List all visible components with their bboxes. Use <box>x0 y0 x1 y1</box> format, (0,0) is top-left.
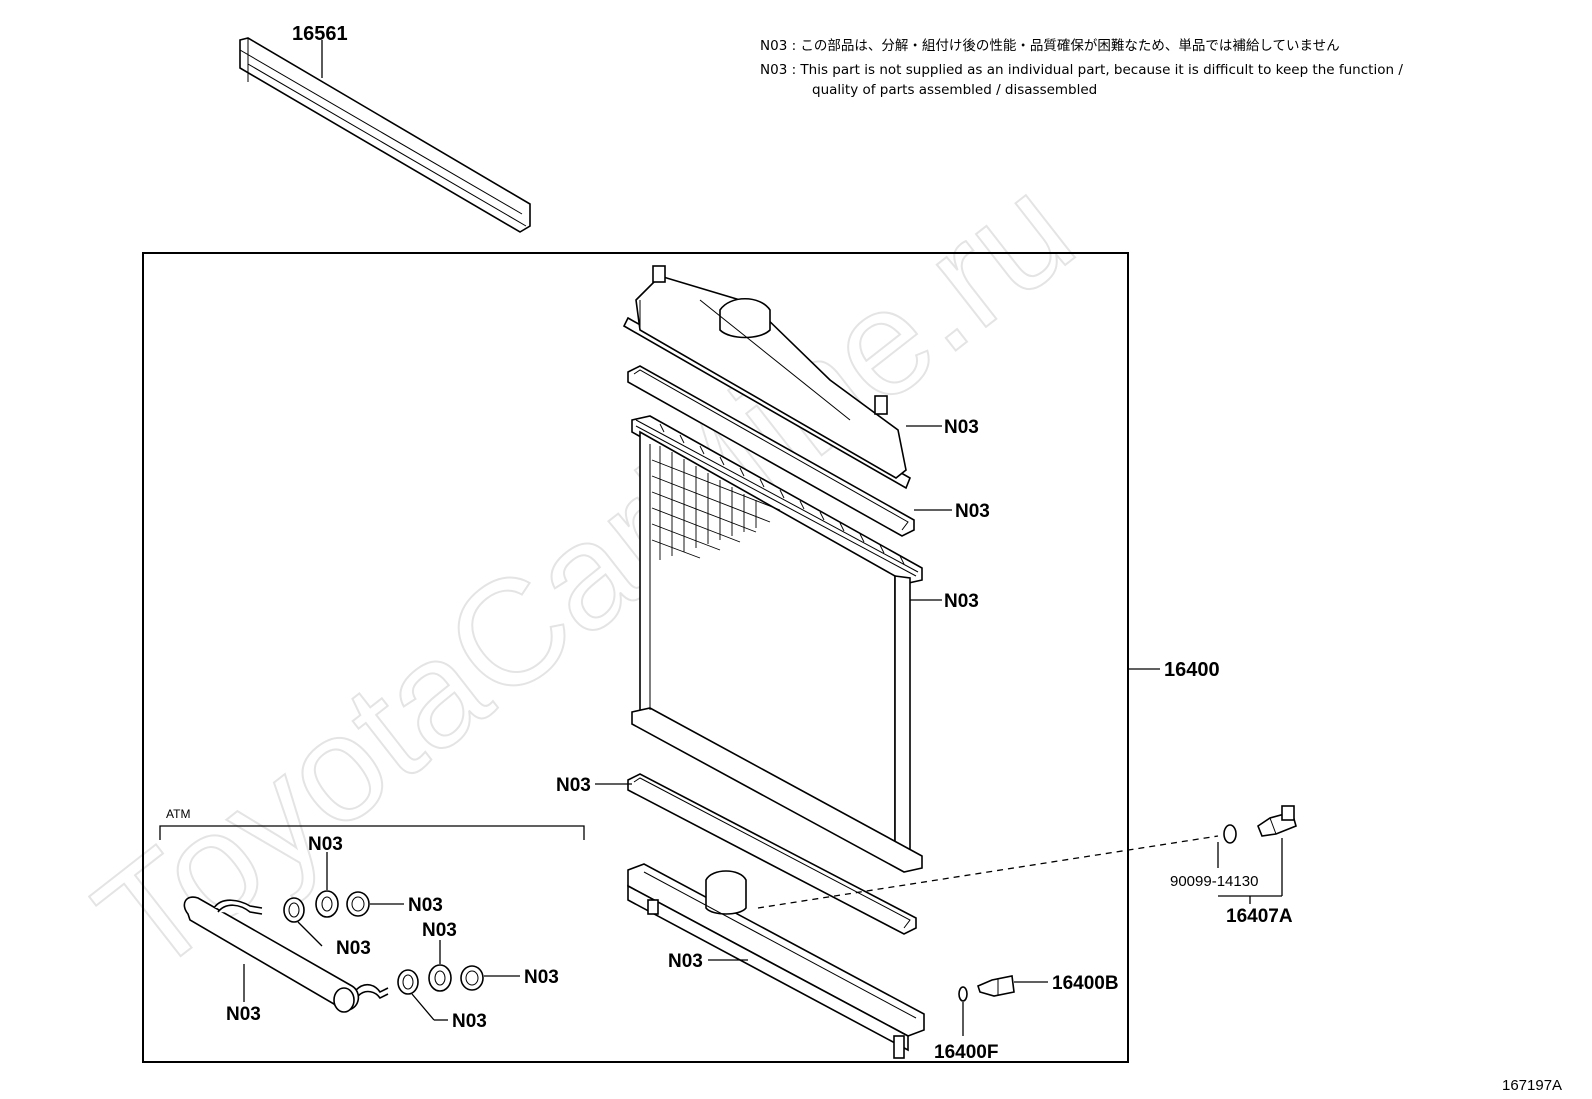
seal-strip-16561[interactable] <box>239 37 531 233</box>
temperature-switch[interactable] <box>1257 805 1297 837</box>
lower-tank[interactable] <box>627 863 925 1059</box>
label-atm: ATM <box>166 807 190 821</box>
label-n03-gasket-1: N03 <box>336 938 371 959</box>
label-90099-14130: 90099-14130 <box>1170 873 1258 890</box>
label-n03-oil-cooler-pipe: N03 <box>226 1004 261 1025</box>
oil-cooler-nut-2[interactable] <box>460 965 484 991</box>
diagram-code: 167197A <box>1502 1077 1562 1094</box>
radiator-assembly-frame <box>142 252 1129 1063</box>
label-n03-nut-1: N03 <box>408 895 443 916</box>
note-english-line2: quality of parts assembled / disassemble… <box>812 82 1097 98</box>
label-16400: 16400 <box>1164 659 1220 681</box>
oil-cooler-gasket-3[interactable] <box>397 969 419 995</box>
oil-cooler-gasket-2[interactable] <box>315 890 339 918</box>
watermark: ToyotaCarMine.ru <box>66 144 1102 1005</box>
label-16400b: 16400B <box>1052 973 1119 994</box>
oil-cooler-nut-1[interactable] <box>346 891 370 917</box>
drain-cock-plug[interactable] <box>977 975 1015 997</box>
label-n03-lower-tank: N03 <box>668 951 703 972</box>
oil-cooler-pipe[interactable] <box>183 896 389 1013</box>
label-n03-lower-gasket: N03 <box>556 775 591 796</box>
label-n03-gasket-3: N03 <box>452 1011 487 1032</box>
label-n03-gasket-2: N03 <box>308 834 343 855</box>
drain-cock-gasket[interactable] <box>958 986 968 1002</box>
label-n03-nut-2: N03 <box>524 967 559 988</box>
oil-cooler-gasket-4[interactable] <box>428 964 452 992</box>
note-english-line1: N03 : This part is not supplied as an in… <box>760 62 1403 78</box>
lower-gasket[interactable] <box>627 773 917 935</box>
upper-gasket[interactable] <box>627 365 915 537</box>
label-16407a: 16407A <box>1226 906 1293 927</box>
oil-cooler-gasket-1[interactable] <box>283 897 305 923</box>
label-n03-core: N03 <box>944 591 979 612</box>
note-japanese: N03 : この部品は、分解・組付け後の性能・品質確保が困難なため、単品では補給… <box>760 38 1340 54</box>
label-16561: 16561 <box>292 23 348 45</box>
label-n03-gasket-4: N03 <box>422 920 457 941</box>
label-16400f: 16400F <box>934 1042 998 1063</box>
radiator-core[interactable] <box>631 415 923 873</box>
upper-tank[interactable] <box>622 265 912 490</box>
o-ring-90099-14130[interactable] <box>1223 824 1237 844</box>
label-n03-upper-gasket: N03 <box>955 501 990 522</box>
label-n03-upper-tank: N03 <box>944 417 979 438</box>
